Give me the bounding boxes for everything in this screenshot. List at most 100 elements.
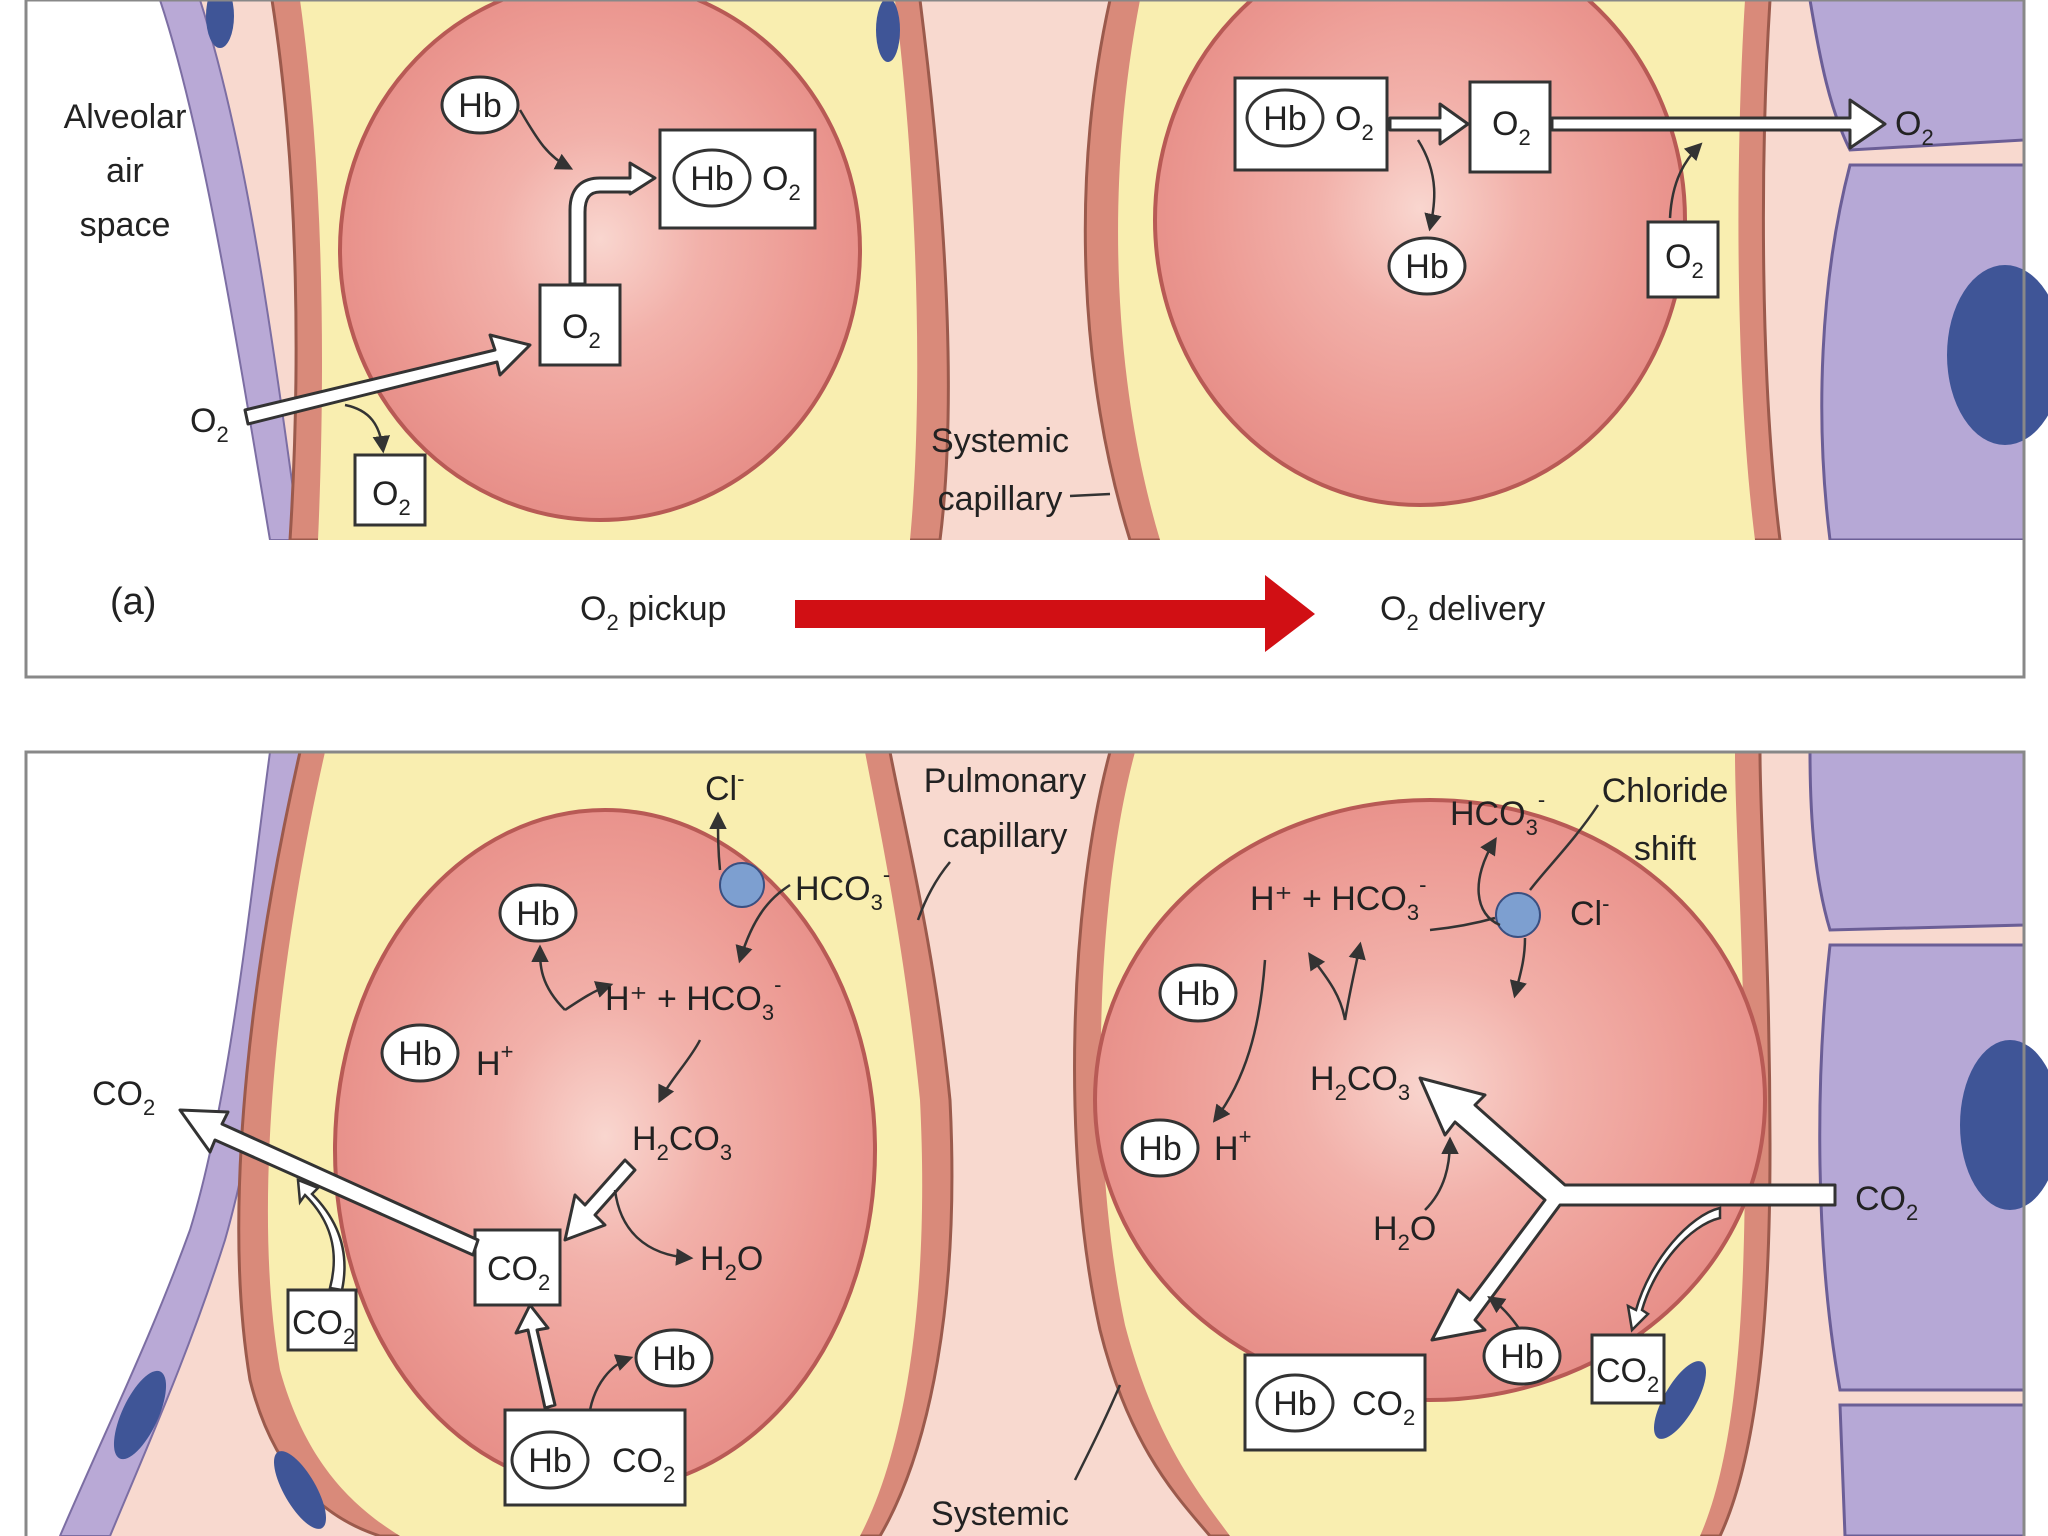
hb-label-a2-complex: Hb bbox=[1263, 100, 1306, 138]
red-blood-cell-a1 bbox=[338, 0, 862, 522]
h2co3-dissociate-arrow-r bbox=[1343, 941, 1366, 1021]
h2o-to-h2co3-arrow bbox=[1424, 1136, 1459, 1211]
hb-release-arrow-b2 bbox=[1487, 1295, 1522, 1331]
o2-symbol: O bbox=[762, 160, 788, 198]
cl-symbol: Cl bbox=[705, 770, 737, 808]
alveolar-air-space bbox=[26, 0, 270, 540]
hb-label-b2-hplus: Hb bbox=[1138, 1130, 1181, 1168]
panel-a-tag: (a) bbox=[110, 581, 156, 623]
h-plus-hco3-label-b2: H⁺ + HCO3- bbox=[1250, 872, 1426, 925]
panel-b: Pulmonary capillary Cl- HCO3- Hb Hb H+ H… bbox=[24, 750, 2048, 1536]
hplus-label-b2: H+ bbox=[1214, 1124, 1251, 1168]
red-process-arrow bbox=[795, 575, 1315, 652]
co-symbol: CO bbox=[487, 1250, 538, 1288]
o-symbol: O bbox=[1410, 1210, 1436, 1248]
subscript-three: 3 bbox=[762, 1000, 774, 1025]
h2o-label-b1: H2O bbox=[700, 1240, 763, 1285]
hb-oval-b2-complex bbox=[1255, 1373, 1335, 1433]
hco3-symbol: HCO bbox=[795, 870, 871, 908]
o2-a2-complex-label: O2 bbox=[1335, 100, 1374, 145]
subscript-two: 2 bbox=[1398, 1230, 1410, 1255]
h-symbol: H bbox=[1310, 1060, 1335, 1098]
hb-oval-a2 bbox=[1387, 236, 1467, 296]
o2-subscript: 2 bbox=[1361, 120, 1373, 145]
h2o-release-arrow bbox=[613, 1189, 694, 1266]
o2-pickup-label: O2 pickup bbox=[580, 590, 726, 635]
co2-cell-label-b1: CO2 bbox=[487, 1250, 550, 1295]
subscript-two: 2 bbox=[1906, 1200, 1918, 1225]
red-blood-cell-b1 bbox=[333, 808, 877, 1492]
hb-label-a2: Hb bbox=[1405, 248, 1448, 286]
cl-out-arrow-left bbox=[709, 811, 727, 871]
o2-cell-label: O2 bbox=[562, 308, 601, 353]
co2-plasma-curve-arrow-b2 bbox=[1626, 1206, 1722, 1333]
hb-oval-b1-complex bbox=[510, 1430, 590, 1490]
h-plus-hco3-symbol: H⁺ + HCO bbox=[605, 980, 762, 1018]
subscript-three: 3 bbox=[871, 890, 883, 915]
charge-minus: - bbox=[883, 862, 890, 887]
charge-minus: - bbox=[737, 766, 744, 791]
endothelial-nucleus-b bbox=[274, 1451, 326, 1529]
cl-in-arrow-right bbox=[1509, 937, 1527, 999]
hco3-symbol: HCO bbox=[1450, 795, 1526, 833]
hb-label-complex: Hb bbox=[690, 160, 733, 198]
pulmonary-capillary-label-line2: capillary bbox=[943, 817, 1068, 855]
h2co3-to-co2-arrow bbox=[563, 1158, 637, 1242]
subscript-three: 3 bbox=[1526, 815, 1538, 840]
cl-symbol: Cl bbox=[1570, 895, 1602, 933]
panel-b-frame bbox=[24, 750, 2026, 1536]
co-symbol: CO bbox=[669, 1120, 720, 1158]
hb-oval-a1 bbox=[440, 75, 520, 135]
h2co3-dissociate-arrow-l bbox=[1308, 952, 1347, 1021]
cl-minus-label-right: Cl- bbox=[1570, 891, 1609, 933]
hb-label-b1-hplus: Hb bbox=[398, 1035, 441, 1073]
alveolar-label-line1: Alveolar bbox=[64, 98, 187, 136]
hb-oval-b1-hplus bbox=[380, 1023, 460, 1083]
hb-label-b1-complex: Hb bbox=[528, 1442, 571, 1480]
h-release-curve-b1 bbox=[564, 981, 614, 1012]
subscript-two: 2 bbox=[1335, 1080, 1347, 1105]
co2-tissue-label: CO2 bbox=[1855, 1180, 1918, 1225]
co2-plasma-box-b1 bbox=[286, 1288, 358, 1352]
co2-alveolar-label: CO2 bbox=[92, 1075, 155, 1120]
delivery-text: delivery bbox=[1419, 590, 1546, 628]
o-symbol: O bbox=[737, 1240, 763, 1278]
o2-complex-label: O2 bbox=[762, 160, 801, 205]
hco3-label-right-outside: HCO3- bbox=[1450, 787, 1545, 840]
hb-oval-b2-top bbox=[1158, 963, 1238, 1023]
co-symbol: CO bbox=[292, 1304, 343, 1342]
co2-release-arrow-b1 bbox=[514, 1303, 557, 1410]
hco3-label-left-outside: HCO3- bbox=[795, 862, 890, 915]
subscript-two: 2 bbox=[725, 1260, 737, 1285]
tissue-nucleus-b bbox=[1960, 1040, 2048, 1210]
co-symbol: CO bbox=[612, 1442, 663, 1480]
pickup-text: pickup bbox=[619, 590, 727, 628]
dissociation-arrow bbox=[1388, 102, 1470, 146]
subscript-three: 3 bbox=[1398, 1080, 1410, 1105]
o2-delivery-label: O2 delivery bbox=[1380, 590, 1545, 635]
subscript-two: 2 bbox=[657, 1140, 669, 1165]
systemic-label-bottom: Systemic bbox=[931, 1495, 1069, 1533]
o2-symbol: O bbox=[1492, 105, 1518, 143]
o2-symbol: O bbox=[372, 475, 398, 513]
h-symbol: H bbox=[632, 1120, 657, 1158]
alveolar-air-space-b bbox=[26, 752, 270, 1536]
charge-plus: + bbox=[1239, 1124, 1252, 1149]
hb-to-complex-arrow bbox=[518, 109, 574, 170]
o2-plasma-label: O2 bbox=[372, 475, 411, 520]
o2-entry-arrow bbox=[243, 333, 532, 426]
o2-subscript: 2 bbox=[606, 610, 618, 635]
alveolar-label-line3: space bbox=[80, 206, 171, 244]
subscript-two: 2 bbox=[1403, 1405, 1415, 1430]
alveolar-nucleus-b bbox=[113, 1370, 167, 1460]
o2-subscript: 2 bbox=[216, 422, 228, 447]
h-symbol: H bbox=[700, 1240, 725, 1278]
co-symbol: CO bbox=[92, 1075, 143, 1113]
o2-cell-box bbox=[538, 283, 622, 367]
anion-exchanger-left bbox=[719, 862, 765, 908]
subscript-three: 3 bbox=[1407, 900, 1419, 925]
co2-plasma-box-b2 bbox=[1590, 1333, 1666, 1405]
o2-subscript: 2 bbox=[1406, 610, 1418, 635]
h2co3-label-b2: H2CO3 bbox=[1310, 1060, 1410, 1105]
